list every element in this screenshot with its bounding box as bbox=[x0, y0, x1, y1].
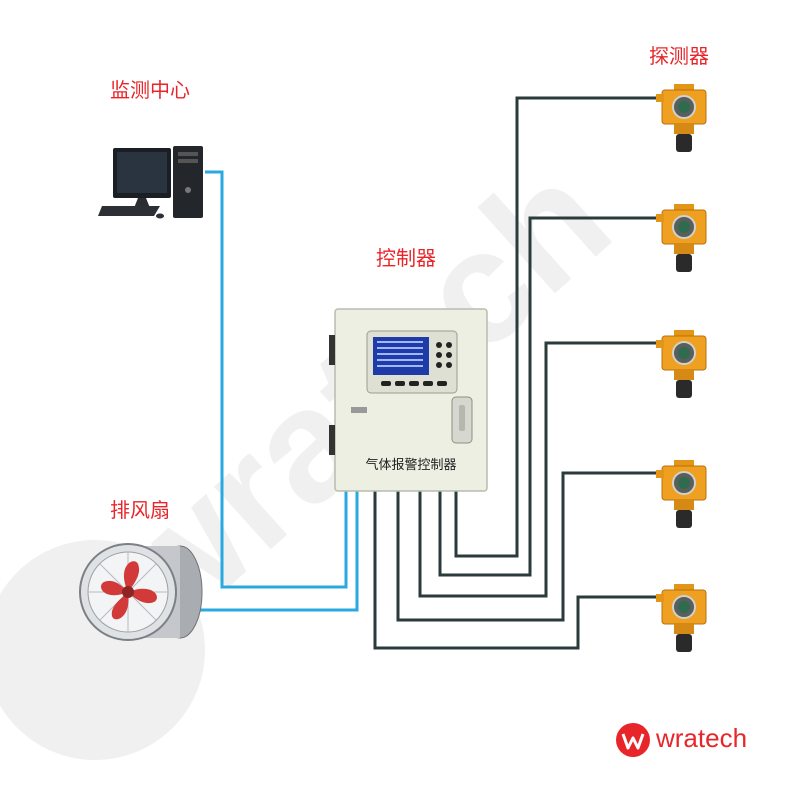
detector-wire-5 bbox=[373, 490, 660, 650]
cabinet-handle-grip bbox=[459, 405, 465, 431]
computer-icon bbox=[98, 146, 203, 219]
detector-wire-2 bbox=[438, 216, 660, 577]
brand-name: wratech bbox=[656, 723, 748, 753]
exhaust-fan-icon bbox=[79, 543, 203, 641]
gas-detector-icon bbox=[656, 204, 707, 272]
gas-detector-icon bbox=[656, 84, 707, 152]
monitor-stand bbox=[134, 198, 150, 208]
pc-drive-bay bbox=[178, 152, 198, 156]
cabinet-hinge-bottom bbox=[329, 425, 335, 455]
function-buttons bbox=[381, 381, 447, 386]
logo-w bbox=[621, 733, 645, 750]
detector-wire-3 bbox=[418, 341, 660, 598]
signal-wire-fan bbox=[190, 490, 359, 612]
monitor-screen bbox=[117, 152, 167, 193]
pc-tower bbox=[173, 146, 203, 218]
controller-panel-text: 气体报警控制器 bbox=[365, 457, 456, 473]
detector-5 bbox=[656, 584, 707, 652]
pc-power-button bbox=[185, 187, 191, 193]
pc-drive-bay-2 bbox=[178, 159, 198, 163]
fan-blades bbox=[101, 561, 157, 620]
detector-2 bbox=[656, 204, 707, 272]
exhaust-fan-label: 排风扇 bbox=[110, 498, 170, 522]
detector-wire-4 bbox=[396, 471, 660, 622]
monitoring-center-label: 监测中心 bbox=[110, 78, 190, 102]
lcd-screen bbox=[373, 337, 429, 375]
gas-detector-icon bbox=[656, 460, 707, 528]
controller-label: 控制器 bbox=[376, 246, 436, 270]
detector-1 bbox=[656, 84, 707, 152]
cabinet-nameplate bbox=[351, 407, 367, 413]
cabinet-hinge-top bbox=[329, 335, 335, 365]
detector-3 bbox=[656, 330, 707, 398]
keyboard bbox=[98, 206, 160, 216]
controller-cabinet-icon: 气体报警控制器 bbox=[329, 308, 488, 492]
signal-wire-monitoring bbox=[205, 170, 348, 589]
detectors-label: 探测器 bbox=[649, 44, 709, 68]
lcd-rows bbox=[377, 341, 423, 367]
detector-4 bbox=[656, 460, 707, 528]
fan-hub bbox=[122, 586, 134, 598]
gas-detector-icon bbox=[656, 584, 707, 652]
gas-detector-icon bbox=[656, 330, 707, 398]
wratech-logo-icon bbox=[616, 723, 650, 757]
keypad bbox=[436, 342, 452, 368]
detector-wire-1 bbox=[454, 96, 660, 558]
mouse bbox=[156, 213, 164, 219]
